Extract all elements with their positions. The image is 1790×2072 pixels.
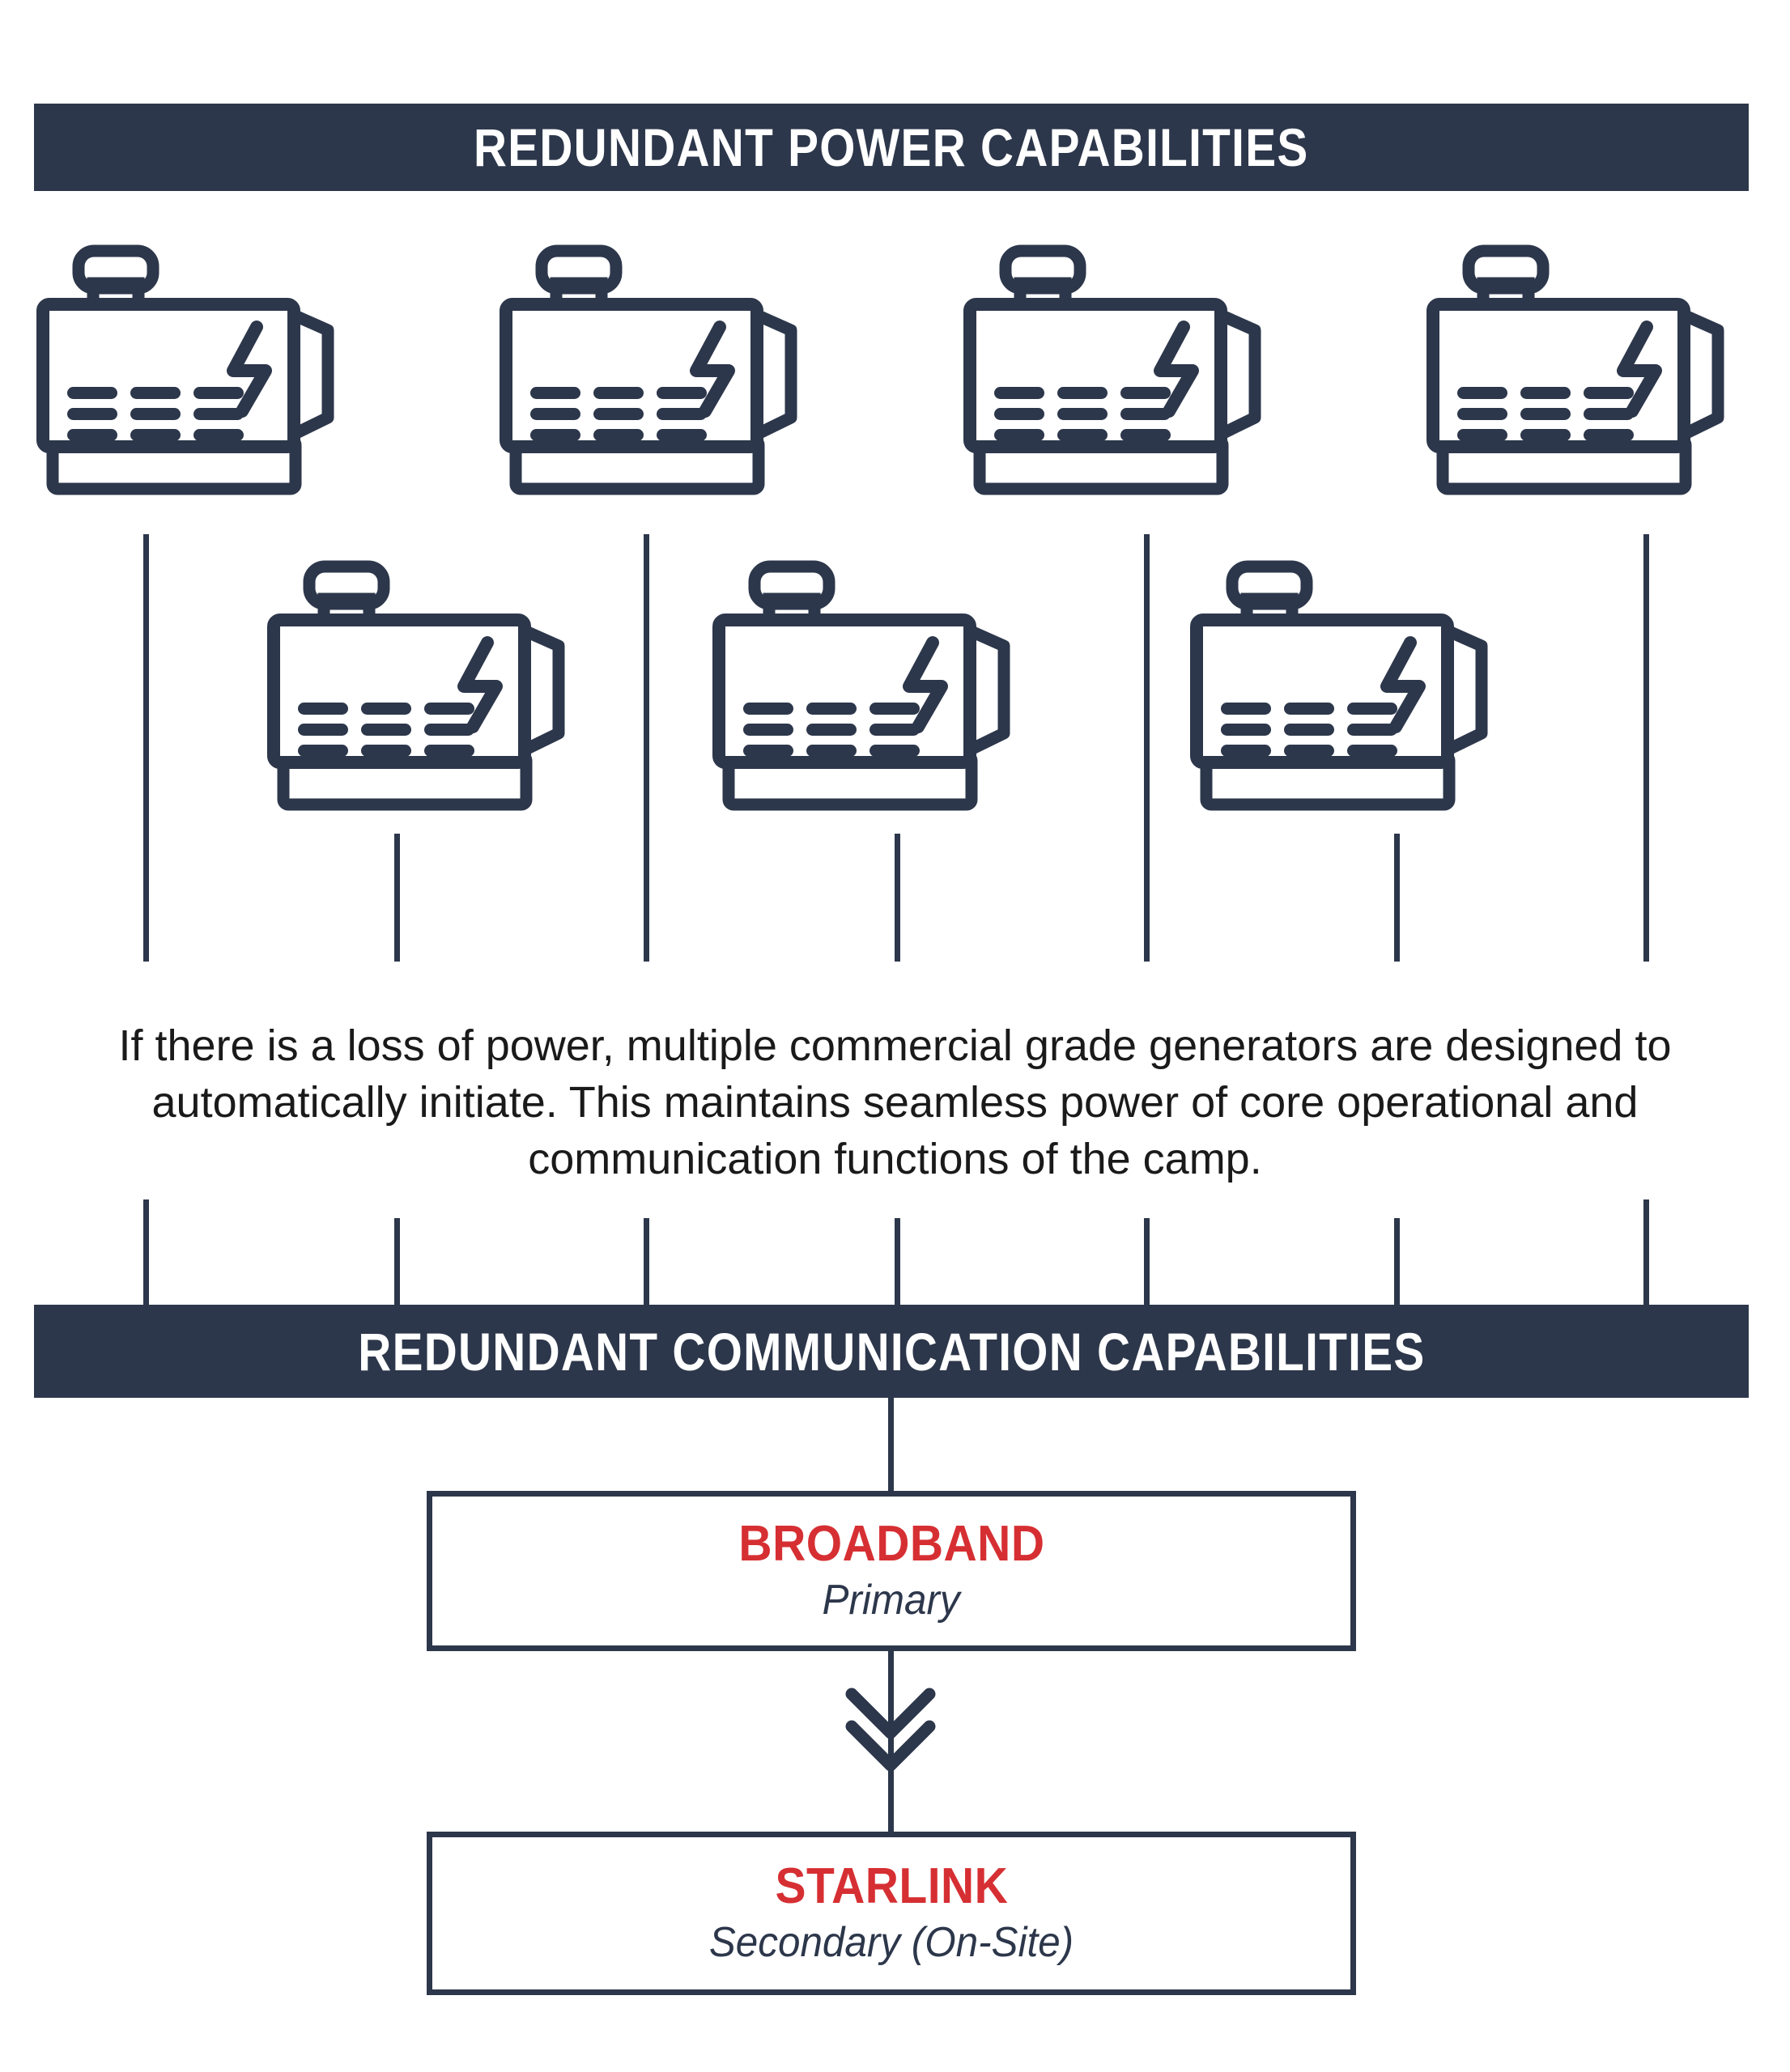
connector-line-1: [143, 534, 149, 962]
starlink-title: STARLINK: [775, 1858, 1008, 1914]
double-chevron-down-icon: [845, 1688, 936, 1781]
communication-option-broadband[interactable]: BROADBAND Primary: [427, 1491, 1356, 1651]
connector-line-lower-4: [895, 1218, 900, 1309]
generator-icon-svg: [712, 560, 1010, 811]
generator-icon-1: [36, 243, 368, 502]
generator-icon-3: [963, 243, 1295, 502]
generator-icon-7: [1190, 558, 1522, 817]
communications-header-title: REDUNDANT COMMUNICATION CAPABILITIES: [357, 1321, 1426, 1382]
generator-icon-svg: [36, 244, 334, 495]
generator-icon-4: [1426, 243, 1758, 502]
connector-line-lower-3: [644, 1218, 649, 1309]
generator-icon-svg: [1426, 244, 1724, 495]
generator-icon-6: [712, 558, 1044, 817]
connector-line-7: [1643, 534, 1649, 962]
connector-broadband-to-starlink: [888, 1651, 894, 1836]
connector-line-lower-6: [1394, 1218, 1400, 1309]
generator-icon-2: [500, 243, 831, 502]
connector-line-3: [644, 534, 649, 962]
power-header-bar: REDUNDANT POWER CAPABILITIES: [34, 104, 1749, 191]
power-header-title: REDUNDANT POWER CAPABILITIES: [474, 117, 1309, 177]
connector-line-2: [394, 834, 400, 962]
power-description-paragraph: If there is a loss of power, multiple co…: [89, 1008, 1701, 1199]
connector-header-to-broadband: [888, 1398, 894, 1495]
communications-header-bar: REDUNDANT COMMUNICATION CAPABILITIES: [34, 1305, 1749, 1398]
connector-line-5: [1144, 534, 1150, 962]
communication-option-starlink[interactable]: STARLINK Secondary (On-Site): [427, 1832, 1356, 1995]
generator-icon-5: [267, 558, 599, 817]
connector-line-lower-7: [1643, 1159, 1649, 1309]
connector-line-lower-2: [394, 1218, 400, 1309]
generator-icon-svg: [267, 560, 565, 811]
connector-line-lower-5: [1144, 1218, 1150, 1309]
double-chevron-down-icon-svg: [845, 1688, 936, 1772]
broadband-title: BROADBAND: [738, 1515, 1045, 1572]
connector-line-6: [1394, 834, 1400, 962]
starlink-subtitle: Secondary (On-Site): [708, 1918, 1074, 1966]
connector-line-4: [895, 834, 900, 962]
broadband-subtitle: Primary: [822, 1576, 961, 1624]
connector-line-lower-1: [143, 1159, 149, 1309]
generator-icon-svg: [500, 244, 797, 495]
generator-icon-svg: [963, 244, 1261, 495]
generator-icon-svg: [1190, 560, 1488, 811]
